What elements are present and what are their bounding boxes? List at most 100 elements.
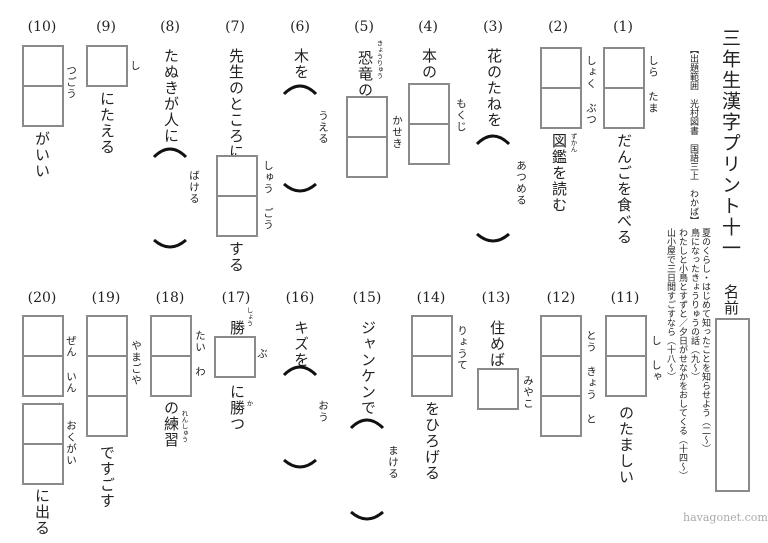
answer-box[interactable] — [346, 96, 388, 138]
question-number: (10) — [27, 19, 57, 35]
question-text: 図鑑を読む — [550, 133, 568, 213]
paren-open — [349, 418, 385, 430]
name-field[interactable] — [715, 318, 750, 492]
question-text: 住めば — [488, 320, 506, 368]
reading: やまごや — [130, 340, 142, 386]
answer-box[interactable] — [214, 336, 256, 378]
reading: あつめる — [515, 160, 527, 206]
answer-box[interactable] — [411, 315, 453, 357]
question-text: 恐竜の — [356, 50, 374, 98]
reading: ぶ — [256, 348, 268, 360]
answer-box[interactable] — [411, 355, 453, 397]
answer-box[interactable] — [150, 315, 192, 357]
site-watermark: havagonet.com — [683, 511, 768, 524]
reading: ばける — [188, 170, 200, 205]
question-number: (3) — [483, 19, 503, 35]
answer-box[interactable] — [540, 47, 582, 89]
answer-box[interactable] — [86, 395, 128, 437]
paren-open — [152, 147, 188, 159]
question-number: (16) — [285, 290, 315, 306]
reading: し — [129, 60, 141, 72]
question-number: (2) — [548, 19, 568, 35]
answer-box[interactable] — [605, 355, 647, 397]
reading: し しゃ — [650, 335, 662, 383]
answer-box[interactable] — [477, 368, 519, 410]
ruby: れんしゅう — [180, 410, 188, 443]
reading: もくじ — [455, 98, 467, 133]
worksheet-title: 三年生漢字プリント十一 — [719, 28, 741, 259]
question-number: (8) — [160, 19, 180, 35]
answer-box[interactable] — [86, 315, 128, 357]
question-number: (1) — [613, 19, 633, 35]
exam-range: 【出題範囲 光村図書 国語三上 わかば】 — [688, 45, 698, 225]
answer-box[interactable] — [86, 355, 128, 397]
question-number: (6) — [290, 19, 310, 35]
answer-box[interactable] — [540, 315, 582, 357]
reading: つごう — [65, 65, 77, 100]
answer-box[interactable] — [540, 395, 582, 437]
question-number: (17) — [221, 290, 251, 306]
answer-box[interactable] — [605, 315, 647, 357]
question-text: 本の — [420, 48, 438, 80]
question-number: (18) — [155, 290, 185, 306]
question-text: する — [227, 241, 245, 273]
reading: りょうて — [456, 325, 468, 371]
reading: おくがい — [65, 420, 77, 466]
question-text: ジャンケンで — [359, 320, 377, 416]
answer-box[interactable] — [22, 403, 64, 445]
question-number: (5) — [354, 19, 374, 35]
question-number: (13) — [481, 290, 511, 306]
question-text: たぬきが人に — [162, 48, 180, 144]
ruby: しょう — [245, 307, 253, 327]
reading: しら たま — [647, 55, 659, 114]
answer-box[interactable] — [540, 87, 582, 129]
paren-open — [475, 134, 511, 146]
answer-box[interactable] — [216, 195, 258, 237]
answer-box[interactable] — [22, 45, 64, 87]
question-text: だんごを食べる — [615, 133, 633, 245]
ruby: きょうりゅう — [375, 40, 383, 79]
question-number: (9) — [96, 19, 116, 35]
reading: みやこ — [522, 375, 534, 410]
question-text: をひろげる — [423, 401, 441, 481]
answer-box[interactable] — [22, 85, 64, 127]
question-text: の練習 — [162, 400, 180, 448]
ruby: ずかん — [569, 133, 577, 153]
answer-box[interactable] — [22, 315, 64, 357]
question-text: に勝つ — [228, 384, 246, 432]
answer-box[interactable] — [86, 45, 128, 87]
paren-close — [350, 510, 384, 521]
question-number: (4) — [418, 19, 438, 35]
question-number: (7) — [225, 19, 245, 35]
question-text: にたえる — [98, 91, 116, 155]
answer-box[interactable] — [216, 155, 258, 197]
reading: かせき — [391, 115, 403, 150]
answer-box[interactable] — [603, 47, 645, 89]
answer-box[interactable] — [22, 355, 64, 397]
reading: たい わ — [194, 330, 206, 378]
lesson-line: 山小屋で三日間すごすなら（十八〜） — [665, 228, 675, 381]
paren-close — [153, 238, 187, 249]
question-text: 花のたねを — [485, 48, 503, 128]
reading: うえる — [317, 110, 329, 145]
question-text: がいい — [33, 131, 51, 179]
answer-box[interactable] — [346, 136, 388, 178]
answer-box[interactable] — [22, 443, 64, 485]
answer-box[interactable] — [408, 123, 450, 165]
question-text: 勝 — [228, 320, 246, 336]
question-text: キズを — [292, 320, 310, 368]
answer-box[interactable] — [150, 355, 192, 397]
question-number: (20) — [27, 290, 57, 306]
question-text: に出る — [33, 488, 51, 536]
answer-box[interactable] — [603, 87, 645, 129]
answer-box[interactable] — [408, 83, 450, 125]
lesson-line: 鳥になったきょうりゅうの話（九〜） — [689, 228, 699, 381]
answer-box[interactable] — [540, 355, 582, 397]
question-number: (14) — [416, 290, 446, 306]
reading: おう — [317, 400, 329, 423]
paren-close — [283, 458, 317, 469]
name-label: 名前 — [722, 284, 740, 316]
question-number: (11) — [610, 290, 640, 306]
paren-close — [476, 232, 510, 243]
question-number: (19) — [91, 290, 121, 306]
